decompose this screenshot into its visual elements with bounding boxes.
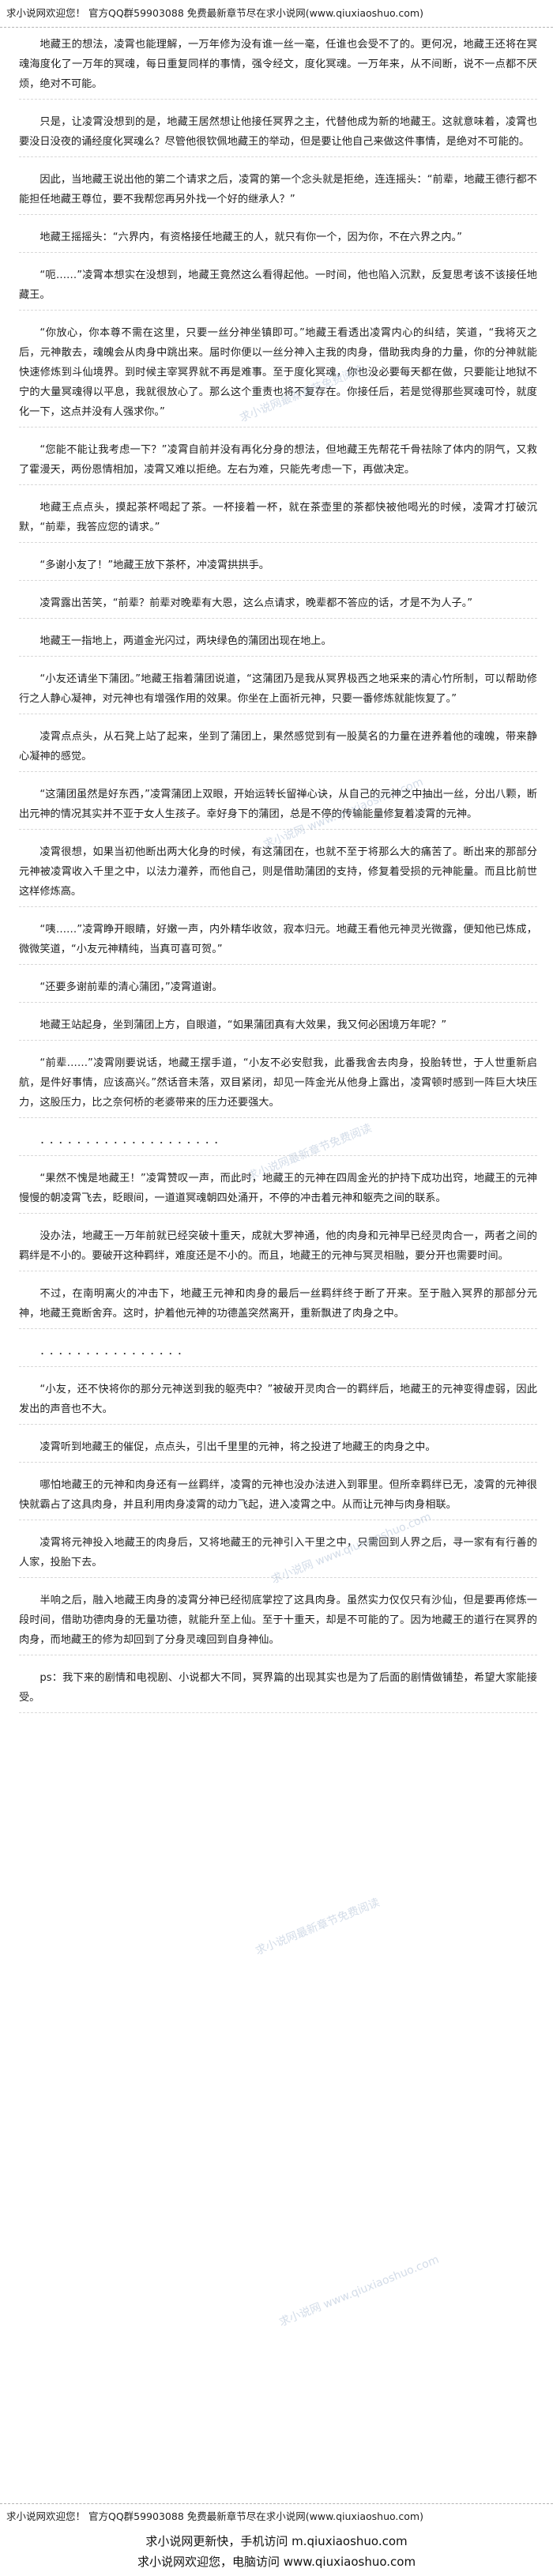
paragraph-20: “果然不愧是地藏王！”凌霄赞叹一声，而此时，地藏王的元神在四周金光的护持下成功出… xyxy=(19,1169,537,1214)
paragraph-8: 地藏王点点头，摸起茶杯喝起了茶。一杯接着一杯，就在茶壶里的茶都快被他喝光的时候，… xyxy=(19,498,537,543)
scene-separator-2: ．．．．．．．．．．．．．．．． xyxy=(19,1342,537,1367)
paragraph-2: 只是，让凌霄没想到的是，地藏王居然想让他接任冥界之主，代替他成为新的地藏王。这就… xyxy=(19,112,537,157)
paragraph-23: “小友，还不快将你的那分元神送到我的躯壳中？”被破开灵肉合一的羁绊后，地藏王的元… xyxy=(19,1380,537,1425)
paragraph-15: 凌霄很想，如果当初他断出两大化身的时候，有这蒲团在，也就不至于将那么大的痛苦了。… xyxy=(19,842,537,907)
site-header-banner: 求小说网欢迎您！ 官方QQ群59903088 免费最新章节尽在求小说网(www.… xyxy=(6,7,423,19)
mobile-access-line: 求小说网更新快，手机访问 m.qiuxiaoshuo.com xyxy=(145,2534,408,2548)
footer-divider xyxy=(0,2503,553,2504)
paragraph-10: 凌霄露出苦笑，“前辈？前辈对晚辈有大恩，这么点请求，晚辈都不答应的话，才是不为人… xyxy=(19,593,537,619)
paragraph-24: 凌霄听到地藏王的催促，点点头，引出千里里的元神，将之投进了地藏王的肉身之中。 xyxy=(19,1437,537,1463)
paragraph-9: “多谢小友了！”地藏王放下茶杯，冲凌霄拱拱手。 xyxy=(19,555,537,581)
paragraph-13: 凌霄点点头，从石凳上站了起来，坐到了蒲团上，果然感觉到有一股莫名的力量在进养着他… xyxy=(19,727,537,772)
chapter-body: 地藏王的想法，凌霄也能理解，一万年修为没有谁一丝一毫，任谁也会受不了的。更何况，… xyxy=(19,35,537,2500)
paragraph-22: 不过，在南明离火的冲击下，地藏王元神和肉身的最后一丝羁绊终于断了开来。至于融入冥… xyxy=(19,1284,537,1329)
paragraph-27: 半响之后，融入地藏王肉身的凌霄分神已经彻底掌控了这具肉身。虽然实力仅仅只有沙仙，… xyxy=(19,1591,537,1655)
paragraph-26: 凌霄将元神投入地藏王的肉身后，又将地藏王的元神引入干里之中，只需回到人界之后，寻… xyxy=(19,1533,537,1578)
paragraph-12: “小友还请坐下蒲团。”地藏王指着蒲团说道，“这蒲团乃是我从冥界极西之地采来的清心… xyxy=(19,669,537,714)
paragraph-25: 哪怕地藏王的元神和肉身还有一丝羁绊，凌霄的元神也没办法进入到罪里。但所幸羁绊已无… xyxy=(19,1475,537,1520)
paragraph-16: “咦……”凌霄睁开眼睛，好嫩一声，内外精华收敛，寂本归元。地藏王看他元神灵光微露… xyxy=(19,920,537,965)
paragraph-11: 地藏王一指地上，两道金光闪过，两块绿色的蒲团出现在地上。 xyxy=(19,631,537,657)
paragraph-6: “你放心，你本尊不需在这里，只要一丝分神坐镇即可。”地藏王看透出凌霄内心的纠结，… xyxy=(19,323,537,427)
paragraph-18: 地藏王站起身，坐到蒲团上方，自眼道，“如果蒲团真有大效果，我又何必困境万年呢？” xyxy=(19,1015,537,1041)
paragraph-17: “还要多谢前辈的清心蒲团，”凌霄道谢。 xyxy=(19,977,537,1003)
paragraph-3: 因此，当地藏王说出他的第二个请求之后，凌霄的第一个念头就是拒绝，连连摇头：“前辈… xyxy=(19,170,537,215)
paragraph-7: “您能不能让我考虑一下？”凌霄自前并没有再化分身的想法，但地藏王先帮花千骨祛除了… xyxy=(19,440,537,485)
paragraph-19: “前辈……”凌霄刚要说话，地藏王摆手道，“小友不必安慰我，此番我舍去肉身，投胎转… xyxy=(19,1053,537,1118)
paragraph-21: 没办法，地藏王一万年前就已经突破十重天，成就大罗神通，他的肉身和元神早已经灵肉合… xyxy=(19,1226,537,1271)
scene-separator-1: ．．．．．．．．．．．．．．．．．．．． xyxy=(19,1131,537,1156)
paragraph-5: “呃……”凌霄本想实在没想到，地藏王竟然这么看得起他。一时间，他也陷入沉默，反复… xyxy=(19,266,537,311)
pc-access-line: 求小说网欢迎您，电脑访问 www.qiuxiaoshuo.com xyxy=(137,2555,416,2569)
paragraph-1: 地藏王的想法，凌霄也能理解，一万年修为没有谁一丝一毫，任谁也会受不了的。更何况，… xyxy=(19,35,537,100)
header-divider xyxy=(0,27,553,28)
site-footer: 求小说网欢迎您！ 官方QQ群59903088 免费最新章节尽在求小说网(www.… xyxy=(0,2503,553,2576)
author-note: ps：我下来的剧情和电视剧、小说都大不同，冥界篇的出现其实也是为了后面的剧情做铺… xyxy=(19,1668,537,1713)
footer-banner: 求小说网欢迎您！ 官方QQ群59903088 免费最新章节尽在求小说网(www.… xyxy=(6,2510,423,2522)
paragraph-4: 地藏王摇摇头：“六界内，有资格接任地藏王的人，就只有你一个，因为你，不在六界之内… xyxy=(19,228,537,253)
paragraph-14: “这蒲团虽然是好东西，”凌霄蒲团上双眼，开始运转长留禅心诀，从自己的元神之中抽出… xyxy=(19,785,537,830)
